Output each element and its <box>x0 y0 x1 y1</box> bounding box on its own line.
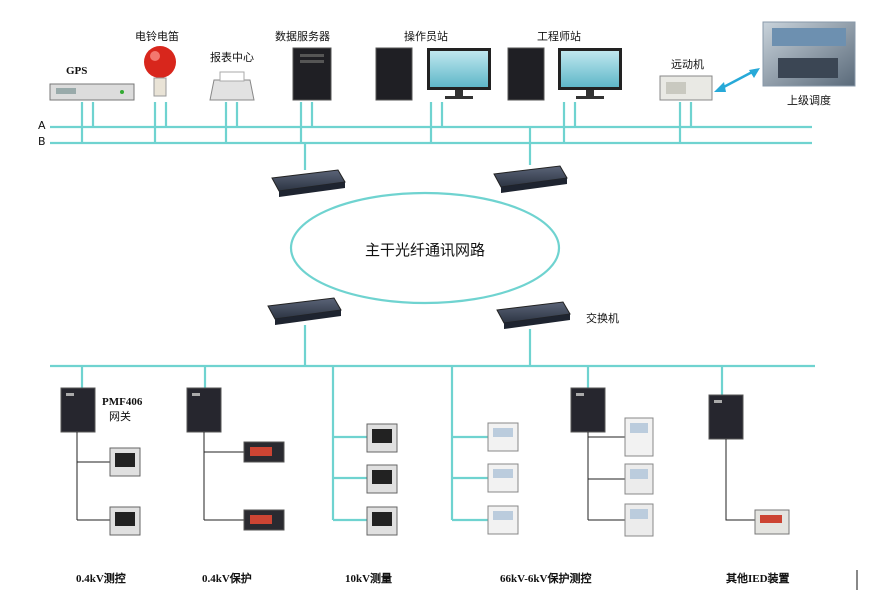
group-04kv-control: PMF406 网关 0.4kV测控 <box>60 387 143 585</box>
pc-tower-icon <box>375 47 413 101</box>
engineer-station-device: 工程师站 <box>507 29 622 101</box>
bell-label: 电铃电笛 <box>135 29 179 43</box>
group-04kv-protection: 0.4kV保护 <box>186 387 285 585</box>
report-drop <box>224 102 239 143</box>
engineer-label: 工程师站 <box>537 29 581 43</box>
gateway-name: 网关 <box>109 409 131 423</box>
backbone-ring <box>289 191 561 305</box>
switch-lower-left <box>267 297 342 325</box>
report-label: 报表中心 <box>210 50 254 64</box>
data-server-device: 数据服务器 <box>275 29 332 101</box>
ring-label: 主干光纤通讯网路 <box>365 241 485 259</box>
bell-device: 电铃电笛 <box>135 29 179 97</box>
report-center-device: 报表中心 <box>209 50 255 101</box>
printer-icon <box>209 79 255 101</box>
bell-drop <box>153 102 168 143</box>
dispatch-label: 上级调度 <box>787 93 831 107</box>
gateway-model: PMF406 <box>102 396 143 408</box>
gps-label: GPS <box>66 65 87 77</box>
group-66kv-protection-control: 66kV-6kV保护测控 <box>487 387 654 585</box>
label-g5: 其他IED装置 <box>726 571 790 585</box>
gps-device: GPS <box>49 65 135 101</box>
remote-terminal-device: 远动机 <box>659 57 713 101</box>
relay-unit-icon <box>624 503 654 537</box>
switch-label: 交换机 <box>586 311 619 325</box>
label-g2: 0.4kV保护 <box>202 571 252 585</box>
gps-drop <box>80 102 95 143</box>
operator-drop <box>429 102 444 143</box>
group-other-ied: 其他IED装置 <box>708 394 858 590</box>
remote-label: 远动机 <box>671 57 704 71</box>
dispatch-link: 上级调度 <box>714 21 856 107</box>
server-drop <box>299 102 314 143</box>
switch-lower-right <box>496 301 571 329</box>
branch-10kv <box>333 435 367 522</box>
lower-bus-drops <box>80 366 724 520</box>
pc-tower-icon <box>507 47 545 101</box>
operator-label: 操作员站 <box>404 29 448 43</box>
label-g3: 10kV测量 <box>345 571 392 585</box>
alarm-bell-icon <box>144 46 176 78</box>
label-g4: 66kV-6kV保护测控 <box>500 571 591 585</box>
lower-bus <box>50 325 815 522</box>
remote-drop <box>678 102 693 143</box>
bus-a-label: A <box>38 119 46 132</box>
server-label: 数据服务器 <box>275 29 330 43</box>
group-10kv-measurement: 10kV测量 <box>345 423 398 585</box>
switch-upper-right <box>493 165 568 193</box>
branch-66kv <box>452 435 488 522</box>
bus-b-label: B <box>38 135 46 148</box>
label-g1: 0.4kV测控 <box>76 571 126 585</box>
bus-lines: A B <box>38 102 812 170</box>
operator-station-device: 操作员站 <box>375 29 491 101</box>
switch-upper-left <box>271 169 346 197</box>
engineer-drop <box>562 102 577 143</box>
